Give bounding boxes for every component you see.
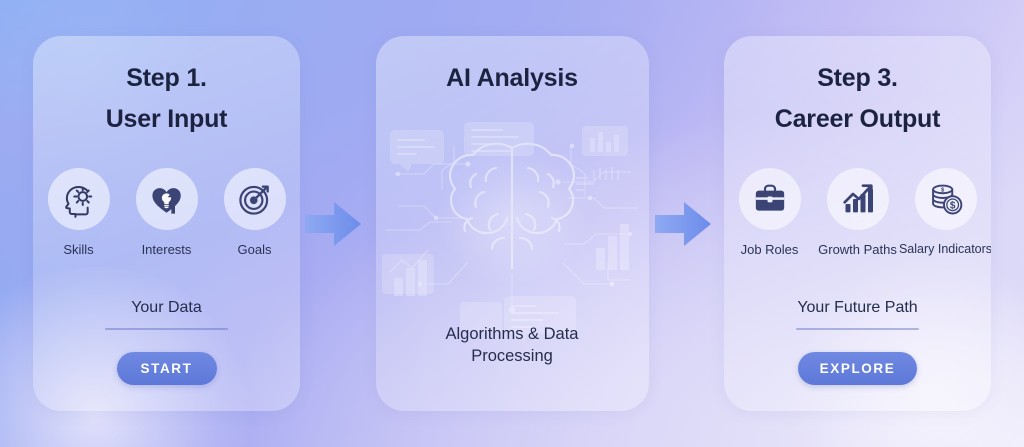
- output-job-roles-label: Job Roles: [740, 242, 799, 257]
- step-card-user-input[interactable]: Step 1. User Input Skills: [33, 36, 300, 411]
- step2-caption-line2: Processing: [471, 347, 553, 365]
- output-job-roles[interactable]: Job Roles: [731, 168, 809, 257]
- arrow-step1-to-step2: [305, 202, 361, 246]
- step2-title: AI Analysis: [446, 64, 578, 92]
- heart-lightbulb-arrow-icon: [135, 168, 198, 230]
- step-card-ai-analysis[interactable]: AI Analysis Algorithms & Data Processing: [375, 36, 649, 411]
- coin-stack-dollar-icon: $ $: [914, 168, 977, 230]
- target-dartboard-icon: [223, 168, 286, 230]
- step2-caption-line1: Algorithms & Data: [445, 325, 579, 343]
- feature-interests-label: Interests: [141, 242, 192, 257]
- step2-title-group: AI Analysis: [446, 58, 578, 99]
- feature-goals-label: Goals: [237, 242, 272, 257]
- step3-title-line2: Career Output: [774, 105, 941, 133]
- explore-button[interactable]: EXPLORE: [797, 352, 918, 385]
- step3-title-line1: Step 3.: [817, 64, 898, 92]
- growth-chart-arrow-icon: [826, 168, 889, 230]
- step1-title-line1: Step 1.: [126, 64, 207, 92]
- svg-text:$: $: [949, 201, 955, 212]
- svg-text:$: $: [941, 188, 945, 194]
- ai-analysis-illustration: [381, 122, 638, 342]
- step1-title-line2: User Input: [105, 105, 228, 133]
- output-salary-indicators[interactable]: $ $ Salary Indicators: [899, 168, 991, 256]
- step1-caption: Your Data: [131, 299, 202, 316]
- step-card-career-output[interactable]: Step 3. Career Output Job Roles: [724, 36, 991, 411]
- briefcase-icon: [738, 168, 801, 230]
- feature-skills[interactable]: Skills: [40, 168, 118, 257]
- start-button[interactable]: START: [116, 352, 217, 385]
- step1-divider: [105, 328, 228, 330]
- head-gear-icon: [47, 168, 110, 230]
- arrow-step2-to-step3: [655, 202, 711, 246]
- step1-icon-row: Skills Interests: [40, 168, 294, 257]
- feature-skills-label: Skills: [63, 242, 94, 257]
- feature-interests[interactable]: Interests: [128, 168, 206, 257]
- output-growth-paths-label: Growth Paths: [818, 242, 897, 257]
- step1-title-group: Step 1. User Input: [106, 58, 228, 140]
- feature-goals[interactable]: Goals: [216, 168, 294, 257]
- step3-icon-row: Job Roles: [731, 168, 991, 257]
- output-growth-paths[interactable]: Growth Paths: [818, 168, 897, 257]
- step3-caption: Your Future Path: [797, 299, 918, 316]
- step2-caption: Algorithms & Data Processing: [446, 323, 579, 367]
- step3-title-group: Step 3. Career Output: [774, 58, 941, 140]
- step3-divider: [796, 328, 919, 330]
- output-salary-indicators-label: Salary Indicators: [898, 242, 991, 256]
